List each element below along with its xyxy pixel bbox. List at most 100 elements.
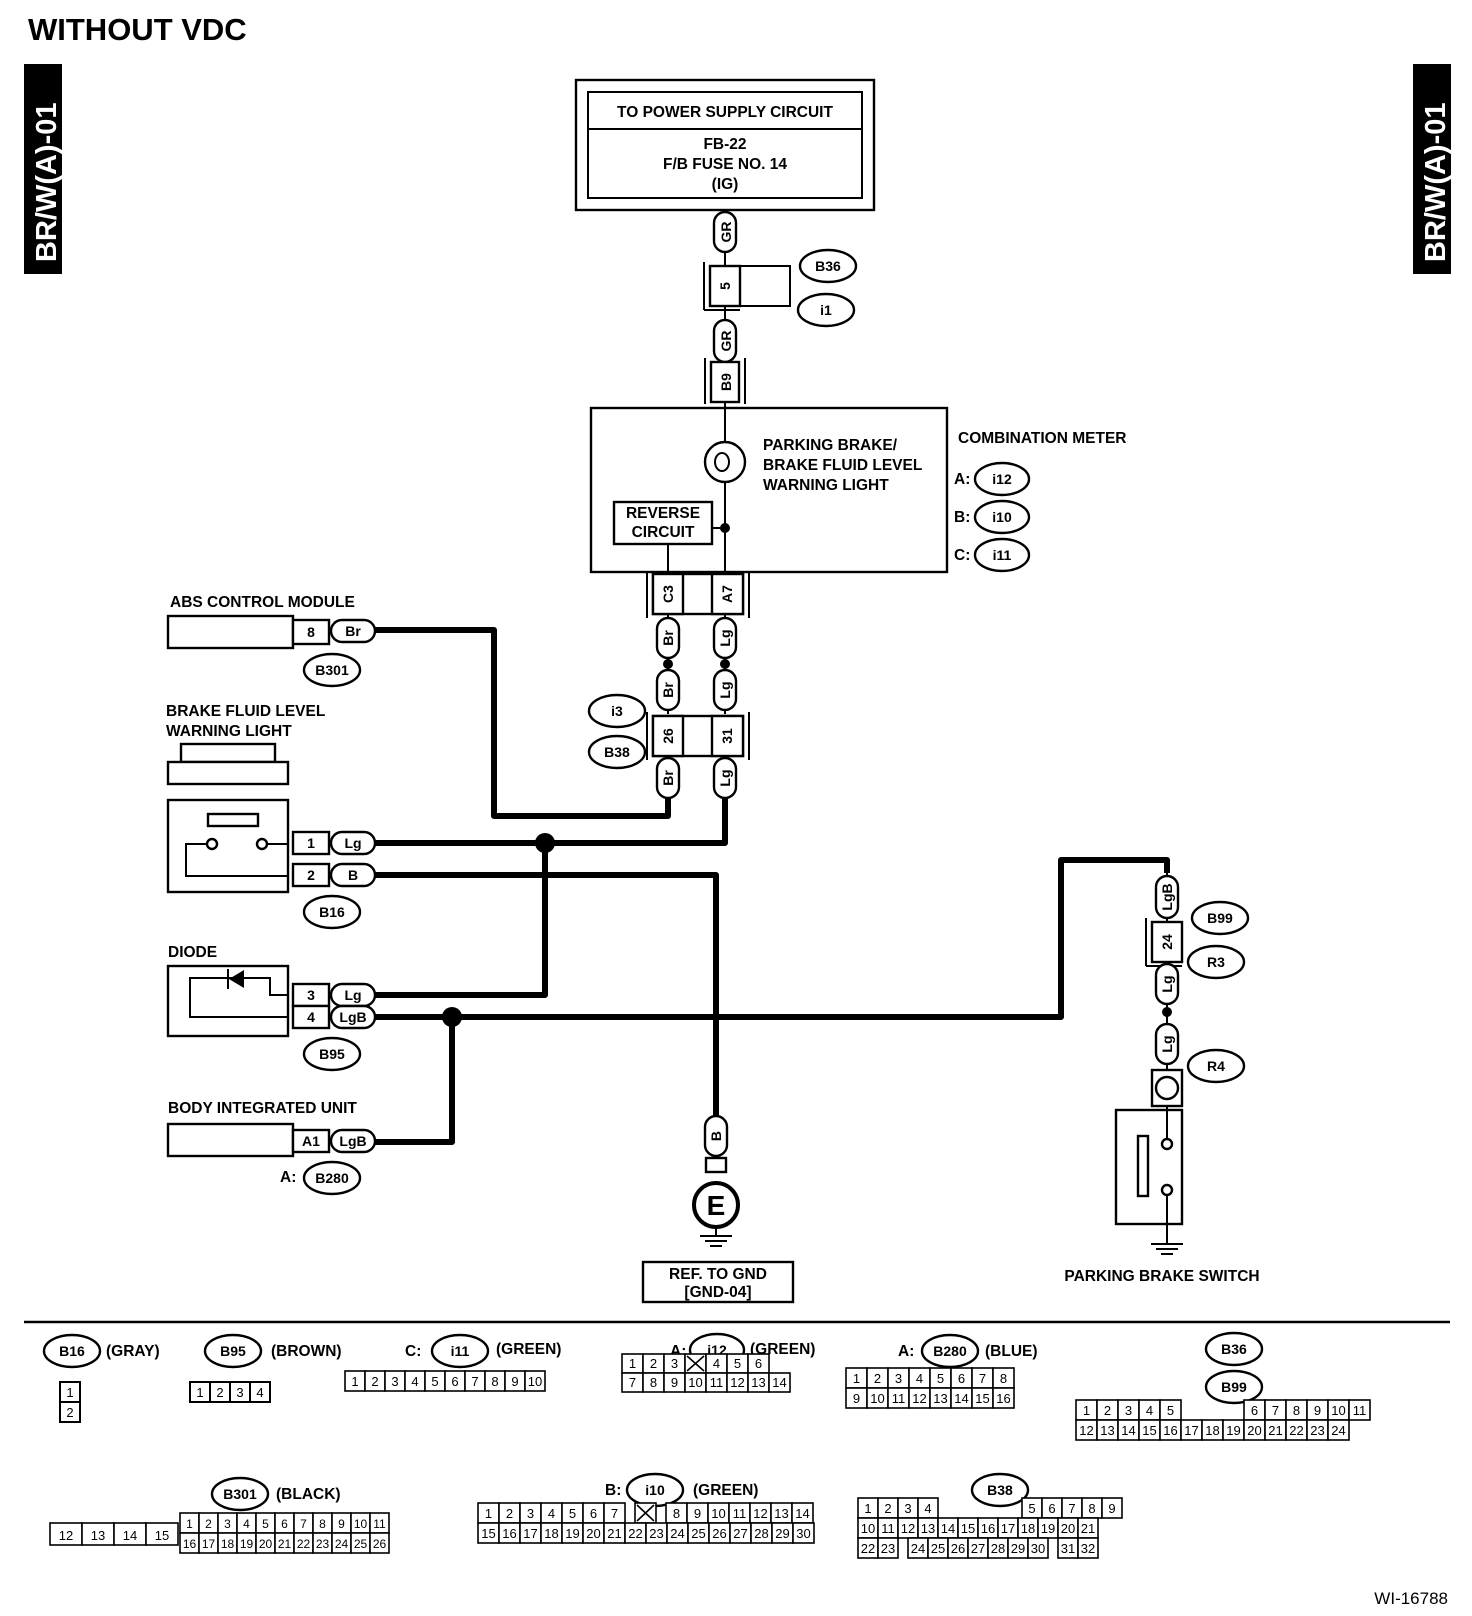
svg-text:16: 16 — [996, 1391, 1010, 1406]
warning-light-label-3: WARNING LIGHT — [763, 477, 889, 494]
side-tab-right: BR/W(A)-01 — [1413, 64, 1452, 274]
side-tab-left: BR/W(A)-01 — [24, 64, 63, 274]
combination-meter-connectors: A: i12 B: i10 C: i11 — [954, 461, 1031, 573]
svg-text:5: 5 — [937, 1371, 944, 1386]
svg-text:A7: A7 — [719, 585, 735, 603]
legend: B16 (GRAY) 1 2 B95 (BROWN) 1 2 3 4 C: i1… — [42, 1331, 1371, 1559]
diagram-title: WITHOUT VDC — [28, 12, 247, 47]
svg-text:9: 9 — [694, 1506, 701, 1521]
svg-text:Lg: Lg — [1159, 1035, 1175, 1052]
svg-text:9: 9 — [338, 1517, 345, 1531]
svg-text:GR: GR — [718, 222, 734, 243]
svg-text:24: 24 — [670, 1526, 684, 1541]
svg-text:(BLACK): (BLACK) — [276, 1486, 341, 1503]
svg-text:4: 4 — [256, 1385, 263, 1400]
svg-text:28: 28 — [754, 1526, 768, 1541]
svg-text:3: 3 — [391, 1374, 398, 1389]
svg-text:4: 4 — [1146, 1403, 1153, 1418]
svg-text:29: 29 — [1011, 1541, 1025, 1556]
svg-text:4: 4 — [713, 1356, 720, 1371]
svg-text:8: 8 — [491, 1374, 498, 1389]
power-header: TO POWER SUPPLY CIRCUIT — [617, 104, 833, 121]
svg-text:15: 15 — [975, 1391, 989, 1406]
svg-text:23: 23 — [316, 1537, 330, 1551]
reverse-circuit-label-2: CIRCUIT — [632, 524, 695, 541]
svg-text:DIODE: DIODE — [168, 944, 217, 961]
svg-text:6: 6 — [590, 1506, 597, 1521]
svg-text:22: 22 — [297, 1537, 311, 1551]
svg-text:26: 26 — [712, 1526, 726, 1541]
svg-text:21: 21 — [278, 1537, 292, 1551]
svg-text:1: 1 — [864, 1501, 871, 1516]
svg-text:(GRAY): (GRAY) — [106, 1343, 160, 1360]
svg-text:7: 7 — [1068, 1501, 1075, 1516]
svg-text:8: 8 — [307, 624, 315, 640]
svg-text:23: 23 — [881, 1541, 895, 1556]
svg-text:(BLUE): (BLUE) — [985, 1343, 1038, 1360]
connector-26-31: 26 31 i3 B38 — [587, 693, 750, 770]
svg-text:5: 5 — [1028, 1501, 1035, 1516]
svg-text:2: 2 — [1104, 1403, 1111, 1418]
svg-text:3: 3 — [527, 1506, 534, 1521]
svg-text:LgB: LgB — [339, 1009, 366, 1025]
svg-text:6: 6 — [1251, 1403, 1258, 1418]
svg-text:9: 9 — [1108, 1501, 1115, 1516]
svg-text:B95: B95 — [220, 1343, 246, 1359]
svg-text:4: 4 — [411, 1374, 418, 1389]
svg-text:5: 5 — [431, 1374, 438, 1389]
svg-text:8: 8 — [673, 1506, 680, 1521]
svg-text:BRAKE FLUID LEVEL: BRAKE FLUID LEVEL — [166, 703, 325, 720]
svg-text:1: 1 — [307, 835, 315, 851]
svg-text:10: 10 — [861, 1521, 875, 1536]
svg-text:32: 32 — [1081, 1541, 1095, 1556]
svg-text:6: 6 — [281, 1517, 288, 1531]
conn-b36-label: B36 — [815, 258, 841, 274]
connector-pin5: 5 B36 i1 — [703, 248, 858, 328]
svg-text:7: 7 — [979, 1371, 986, 1386]
svg-text:Br: Br — [345, 623, 361, 639]
svg-text:Br: Br — [660, 770, 676, 786]
svg-text:31: 31 — [719, 728, 735, 744]
svg-text:Lg: Lg — [344, 987, 361, 1003]
svg-text:21: 21 — [607, 1526, 621, 1541]
svg-text:24: 24 — [911, 1541, 925, 1556]
svg-text:10: 10 — [870, 1391, 884, 1406]
svg-text:E: E — [707, 1190, 726, 1221]
svg-text:30: 30 — [796, 1526, 810, 1541]
svg-text:17: 17 — [523, 1526, 537, 1541]
svg-text:13: 13 — [751, 1375, 765, 1390]
svg-text:17: 17 — [202, 1537, 216, 1551]
combination-meter: REVERSE CIRCUIT PARKING BRAKE/ BRAKE FLU… — [589, 406, 949, 574]
svg-text:15: 15 — [961, 1521, 975, 1536]
svg-text:3: 3 — [307, 987, 315, 1003]
svg-text:Lg: Lg — [1159, 975, 1175, 992]
svg-text:2: 2 — [216, 1385, 223, 1400]
svg-text:2: 2 — [371, 1374, 378, 1389]
svg-text:i10: i10 — [992, 509, 1012, 525]
svg-text:23: 23 — [1310, 1423, 1324, 1438]
svg-text:19: 19 — [240, 1537, 254, 1551]
svg-text:22: 22 — [628, 1526, 642, 1541]
svg-text:8: 8 — [319, 1517, 326, 1531]
svg-text:(GREEN): (GREEN) — [693, 1482, 758, 1499]
svg-text:5: 5 — [1167, 1403, 1174, 1418]
abs-control-module: ABS CONTROL MODULE 8 Br B301 — [166, 594, 377, 688]
svg-text:12: 12 — [912, 1391, 926, 1406]
svg-text:Lg: Lg — [717, 629, 733, 646]
svg-text:6: 6 — [1048, 1501, 1055, 1516]
svg-text:12: 12 — [1079, 1423, 1093, 1438]
svg-text:B: B — [708, 1131, 724, 1141]
svg-text:1: 1 — [1083, 1403, 1090, 1418]
svg-text:B280: B280 — [933, 1343, 967, 1359]
svg-text:7: 7 — [611, 1506, 618, 1521]
svg-text:[GND-04]: [GND-04] — [684, 1284, 751, 1301]
conn-i1-label: i1 — [820, 302, 832, 318]
svg-text:12: 12 — [730, 1375, 744, 1390]
svg-text:5: 5 — [734, 1356, 741, 1371]
power-fuse-id: FB-22 — [703, 136, 746, 153]
svg-text:13: 13 — [933, 1391, 947, 1406]
svg-text:BODY INTEGRATED UNIT: BODY INTEGRATED UNIT — [168, 1100, 357, 1117]
svg-text:14: 14 — [1121, 1423, 1135, 1438]
svg-text:C3: C3 — [660, 585, 676, 603]
